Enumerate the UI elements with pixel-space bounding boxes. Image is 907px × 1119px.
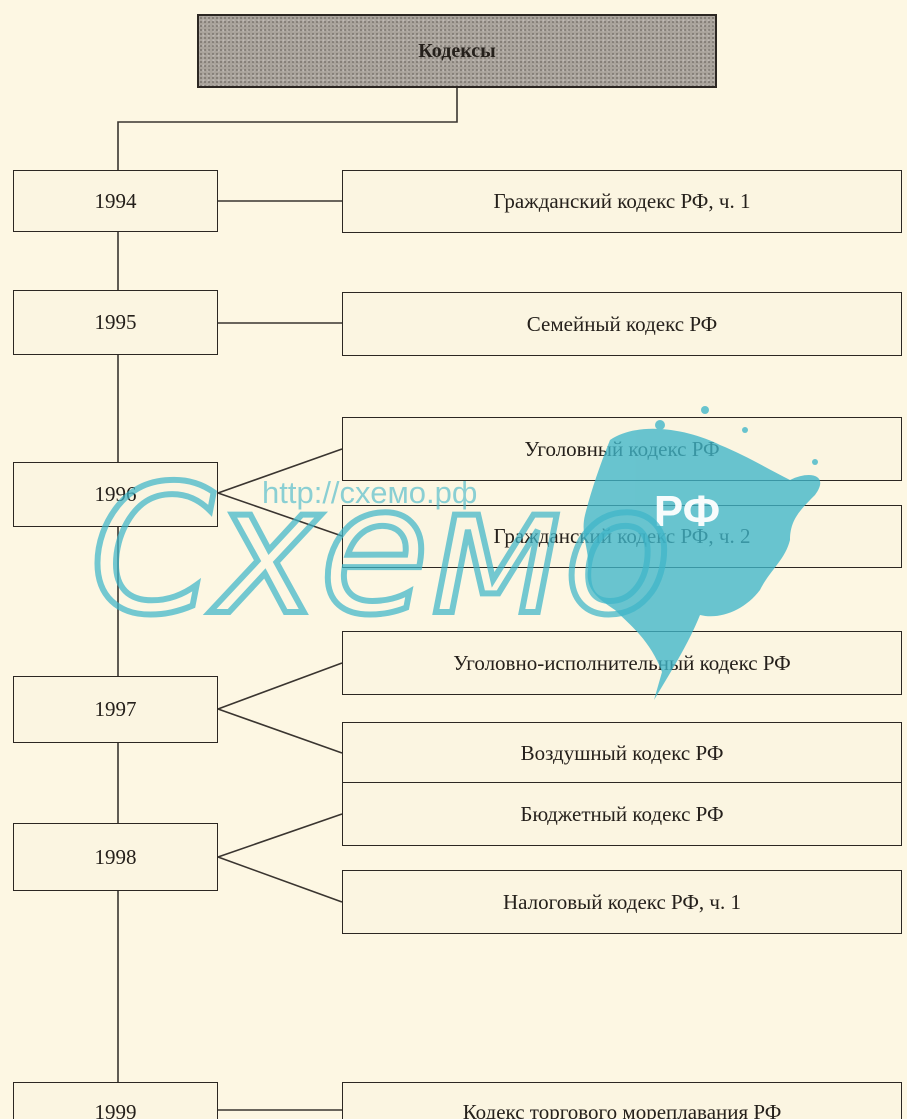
code-box-penal-enforcement: Уголовно-исполнительный кодекс РФ: [342, 631, 902, 695]
code-label: Гражданский кодекс РФ, ч. 2: [493, 524, 751, 548]
year-label: 1995: [94, 310, 137, 334]
code-label: Бюджетный кодекс РФ: [520, 801, 724, 826]
code-box-criminal: Уголовный кодекс РФ: [342, 417, 902, 481]
code-box-budget: Бюджетный кодекс РФ: [342, 782, 902, 846]
code-label: Уголовный кодекс РФ: [524, 436, 720, 461]
year-label: 1996: [94, 482, 137, 506]
year-box-1998: 1998: [13, 823, 218, 891]
title-connector: [117, 88, 458, 170]
year-box-1997: 1997: [13, 676, 218, 743]
year-box-1996: 1996: [13, 462, 218, 527]
connector-1998: [217, 813, 343, 903]
code-label: Налоговый кодекс РФ, ч. 1: [502, 889, 741, 914]
year-box-1999: 1999: [13, 1082, 218, 1119]
year-label: 1998: [94, 844, 137, 869]
title-label: Кодексы: [418, 39, 496, 62]
code-label: Гражданский кодекс РФ, ч. 1: [493, 189, 751, 213]
code-label: Семейный кодекс РФ: [526, 311, 718, 336]
code-label: Кодекс торгового мореплавания РФ: [462, 1099, 782, 1119]
year-label: 1997: [94, 697, 137, 721]
code-label: Воздушный кодекс РФ: [520, 740, 724, 765]
year-label: 1999: [94, 1099, 137, 1119]
title-box: Кодексы: [197, 14, 717, 88]
code-box-merchant-shipping: Кодекс торгового мореплавания РФ: [342, 1082, 902, 1119]
code-box-civil-1: Гражданский кодекс РФ, ч. 1: [342, 170, 902, 233]
code-box-air: Воздушный кодекс РФ: [342, 722, 902, 784]
year-label: 1994: [94, 188, 137, 213]
code-box-civil-2: Гражданский кодекс РФ, ч. 2: [342, 505, 902, 568]
year-box-1995: 1995: [13, 290, 218, 355]
connector-1997: [217, 662, 343, 754]
code-label: Уголовно-исполнительный кодекс РФ: [453, 650, 791, 675]
connector-1996: [217, 448, 343, 537]
year-box-1994: 1994: [13, 170, 218, 232]
code-box-family: Семейный кодекс РФ: [342, 292, 902, 356]
code-box-tax-1: Налоговый кодекс РФ, ч. 1: [342, 870, 902, 934]
